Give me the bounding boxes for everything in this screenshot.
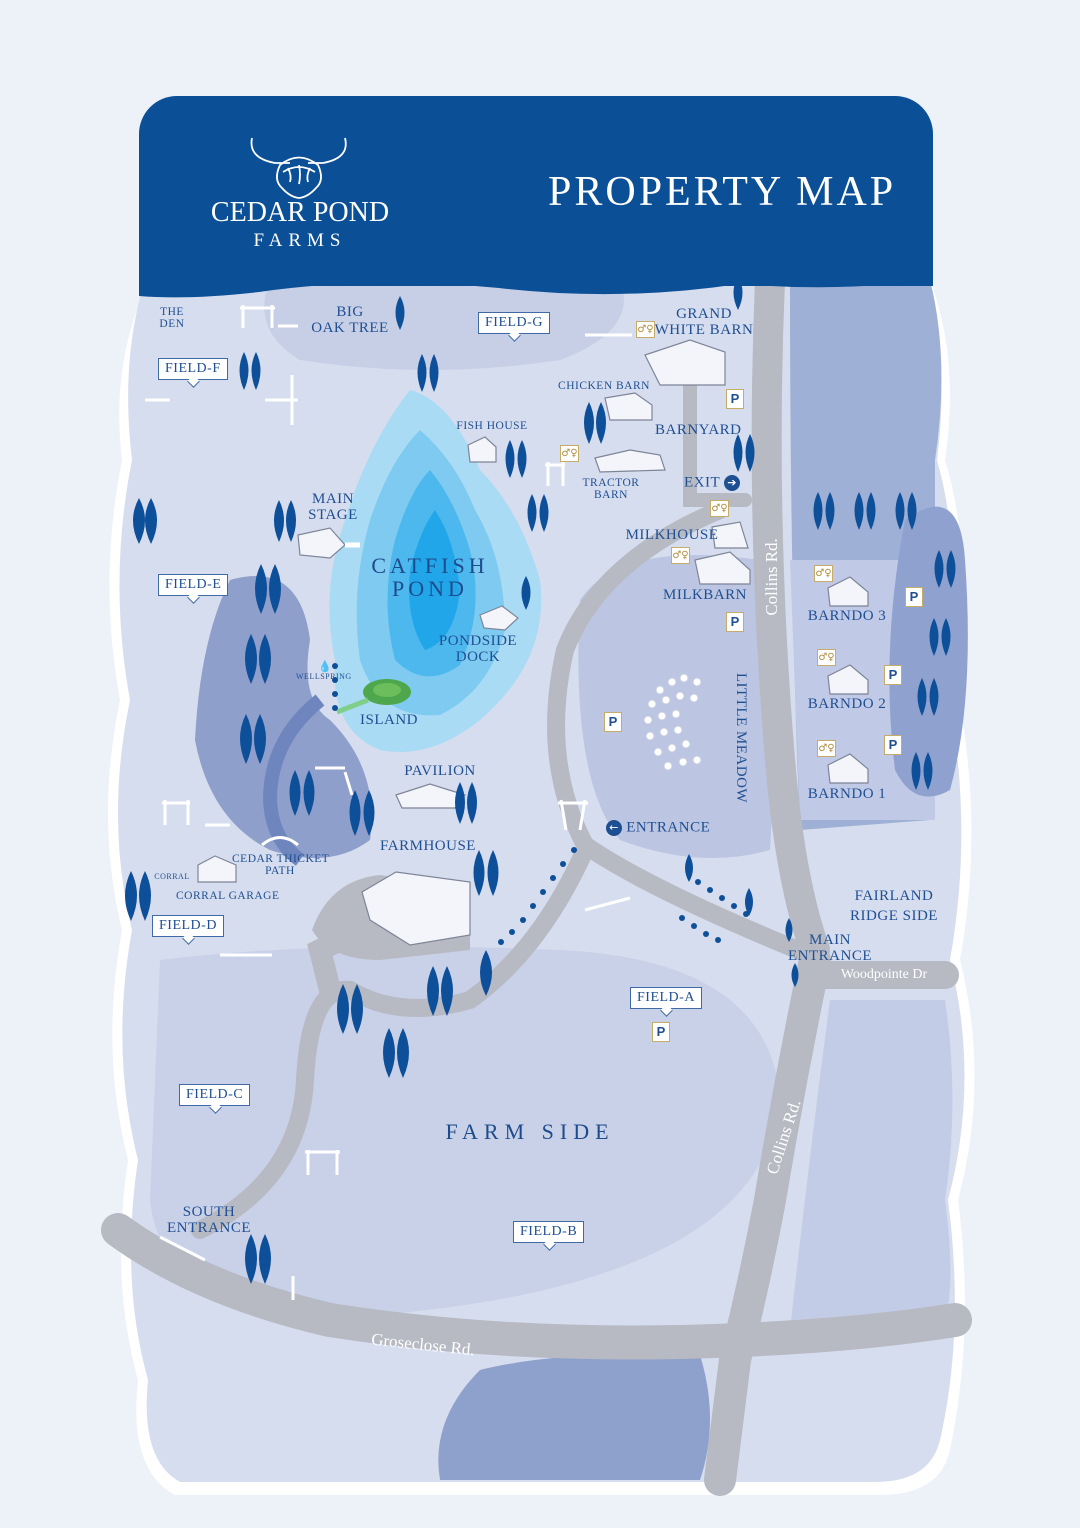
label-corral-garage: CORRAL GARAGE: [176, 890, 280, 902]
south-forest: [438, 1354, 710, 1480]
label-entrance: ← ENTRANCE: [606, 820, 710, 836]
label-pavilion: PAVILION: [404, 763, 476, 779]
fish-house-building: [467, 436, 497, 463]
wellspring-drop-icon: 💧: [318, 660, 332, 673]
label-grand-white-barn: GRAND WHITE BARN: [654, 306, 754, 338]
label-main-stage: MAIN STAGE: [308, 491, 358, 523]
label-the-den: THE DEN: [159, 306, 185, 331]
label-exit-text: EXIT: [684, 474, 720, 491]
field-tag-b: FIELD-B: [513, 1221, 585, 1243]
parking-icon-barndo-1: P: [884, 735, 902, 755]
cedar-thicket-stream: [262, 694, 325, 866]
restroom-icon-barndo-3: ♂♀: [814, 565, 833, 582]
parking-icon-meadow: P: [604, 712, 622, 732]
restroom-icon-barnyard: ♂♀: [560, 445, 579, 462]
restroom-icon-barndo-1: ♂♀: [817, 740, 836, 757]
collins-rd-south-path: [704, 944, 831, 1496]
label-pondside-dock: PONDSIDE DOCK: [438, 633, 518, 665]
milkhouse-building: [711, 521, 749, 549]
entrance-arrow-icon: ←: [606, 820, 622, 836]
fairland-lower: [790, 1000, 953, 1330]
pond-deep: [409, 510, 460, 650]
label-barndo-2: BARNDO 2: [807, 696, 887, 712]
collins-rd-north-path: [751, 265, 830, 965]
label-big-oak-tree: BIG OAK TREE: [311, 304, 389, 336]
parking-icon-barndo-2: P: [884, 665, 902, 685]
pondside-dock-building: [479, 605, 519, 631]
fences: [145, 305, 632, 1300]
barndo-2-building: [827, 664, 869, 695]
field-tag-a: FIELD-A: [630, 987, 702, 1009]
tent-cluster: [643, 673, 702, 771]
label-barndo-3: BARNDO 3: [807, 608, 887, 624]
label-island: ISLAND: [360, 712, 418, 728]
label-milkhouse: MILKHOUSE: [625, 527, 719, 543]
dotted-paths: [332, 663, 749, 945]
restroom-icon-milkbarn: ♂♀: [671, 547, 690, 564]
main-drive: [547, 501, 819, 964]
chicken-barn-building: [604, 392, 653, 421]
field-g-area: [264, 280, 624, 370]
parking-icon-barndo-3: P: [905, 587, 923, 607]
label-corral: CORRAL: [154, 872, 190, 881]
little-meadow-area: [578, 555, 774, 858]
label-exit: EXIT ➔: [684, 474, 741, 491]
label-barndo-1: BARNDO 1: [807, 786, 887, 802]
field-tag-e: FIELD-E: [158, 574, 229, 596]
barndo-1-building: [827, 753, 869, 784]
field-tag-c: FIELD-C: [179, 1084, 251, 1106]
restroom-icon-barndo-2: ♂♀: [817, 649, 836, 666]
exit-arrow-icon: ➔: [724, 475, 741, 491]
parking-icon-grand-barn: P: [726, 389, 744, 409]
groseclose-rd-path: [101, 1213, 972, 1360]
trees: [125, 276, 956, 1284]
corral-garage-building: [197, 855, 237, 883]
road-label-collins-north: Collins Rd.: [762, 538, 782, 616]
logo-icon: [250, 137, 347, 199]
milkbarn-building: [694, 551, 751, 585]
farmhouse-drive: [191, 841, 594, 1239]
label-milkbarn: MILKBARN: [662, 587, 747, 603]
label-fish-house: FISH HOUSE: [456, 420, 528, 432]
label-south-entrance: SOUTH ENTRANCE: [167, 1204, 251, 1236]
main-stage-building: [297, 527, 346, 559]
buildings: [197, 339, 869, 946]
label-catfish-pond: CATFISH POND: [371, 553, 489, 602]
island-bridge: [336, 697, 369, 715]
field-tag-g: FIELD-G: [478, 312, 550, 334]
label-barnyard: BARNYARD: [655, 422, 742, 438]
restroom-icon-milkhouse: ♂♀: [710, 500, 729, 517]
brand-subtitle: FARMS: [253, 230, 347, 251]
parking-icon-field-a: P: [652, 1022, 670, 1042]
grand-white-barn-building: [644, 339, 726, 386]
parking-icon-milkbarn: P: [726, 612, 744, 632]
label-tractor-barn: TRACTOR BARN: [582, 477, 640, 502]
page-title: PROPERTY MAP: [548, 169, 897, 215]
field-tag-d: FIELD-D: [152, 915, 224, 937]
header-wave: [139, 270, 933, 298]
label-wellspring: WELLSPRING: [296, 672, 352, 681]
label-farmhouse: FARMHOUSE: [380, 838, 476, 854]
label-entrance-text: ENTRANCE: [626, 819, 711, 836]
barnyard-buildings: [594, 449, 666, 473]
label-fairland-ridge-side: FAIRLAND RIDGE SIDE: [850, 888, 938, 924]
label-cedar-thicket-path: CEDAR THICKET PATH: [232, 853, 330, 878]
restroom-icon-grand-barn: ♂♀: [636, 321, 655, 338]
brand-name: CEDAR POND: [210, 197, 390, 228]
farmhouse-building: [361, 871, 471, 946]
label-main-entrance: MAIN ENTRANCE: [788, 932, 872, 964]
field-tag-f: FIELD-F: [158, 358, 228, 380]
cedar-thicket-forest: [195, 576, 372, 858]
barndo-3-building: [827, 576, 869, 607]
label-farm-side: FARM SIDE: [445, 1119, 615, 1144]
road-label-woodpointe: Woodpointe Dr: [840, 967, 928, 982]
header-band: [139, 96, 933, 286]
label-chicken-barn: CHICKEN BARN: [558, 380, 650, 392]
label-little-meadow: LITTLE MEADOW: [732, 672, 749, 804]
